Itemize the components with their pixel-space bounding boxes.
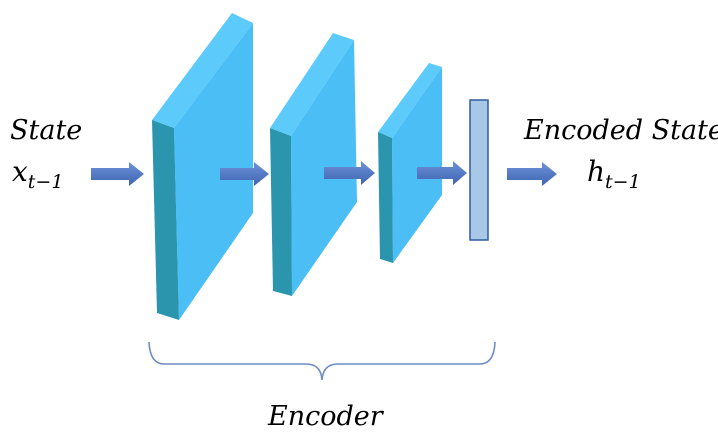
arrow-layer-3-to-bottleneck: [417, 161, 467, 185]
encoder-layer-2: [270, 33, 357, 296]
output-label: Encoded State: [524, 115, 718, 146]
arrow-layer-2-to-layer-3: [324, 161, 375, 185]
encoder-layer-3: [378, 63, 442, 263]
input-symbol-subscript: t−1: [27, 171, 64, 193]
encoder-brace: [148, 341, 496, 381]
input-label: State: [10, 115, 83, 146]
layer-3-side: [378, 132, 393, 263]
output-symbol-subscript: t−1: [605, 171, 641, 193]
layer-3-top: [378, 63, 442, 138]
arrow-layer-1-to-layer-2: [220, 162, 269, 186]
layer-3-face: [392, 67, 442, 263]
encoder-layer-1: [152, 13, 253, 320]
encoder-label: Encoder: [268, 401, 383, 432]
layer-1-top: [152, 13, 253, 128]
input-symbol: xt−1: [12, 158, 63, 192]
bottleneck-layer: [469, 99, 489, 241]
arrow-bottleneck-to-output: [507, 162, 557, 186]
input-symbol-base: x: [12, 155, 28, 188]
layer-2-side: [270, 128, 292, 296]
layer-2-top: [270, 33, 354, 136]
output-symbol: ht−1: [587, 158, 641, 192]
output-symbol-base: h: [587, 155, 606, 188]
arrow-input-to-layer-1: [91, 162, 144, 186]
layer-1-face: [174, 23, 253, 320]
layer-1-side: [152, 120, 179, 320]
